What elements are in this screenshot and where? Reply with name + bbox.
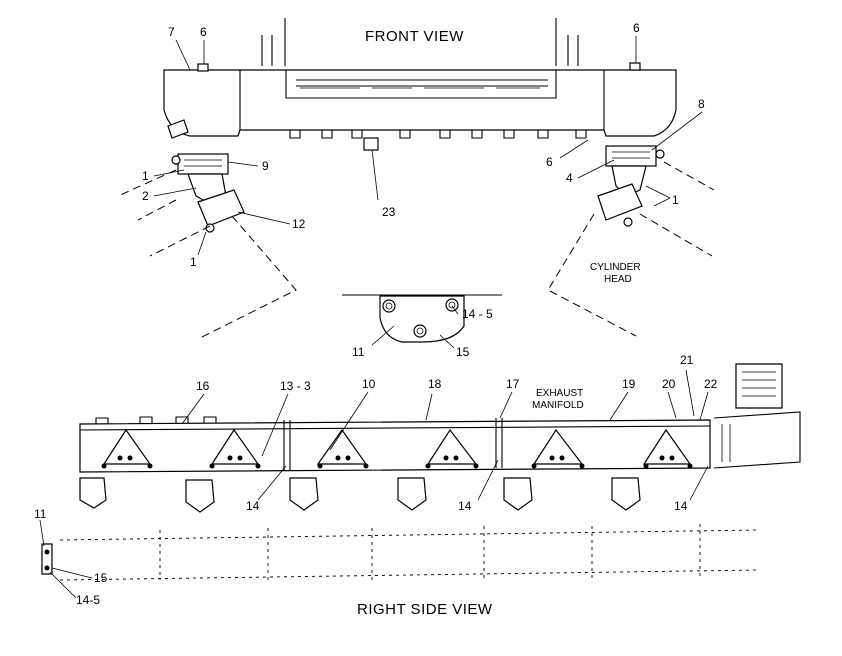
callout-10: 10 (362, 377, 376, 391)
left-clamp-bolt (171, 155, 181, 165)
callout-1-left-lower: 1 (190, 255, 197, 269)
underbody-tabs (289, 130, 587, 139)
callout-4: 4 (566, 171, 573, 185)
callout-6-top-left: 6 (200, 25, 207, 39)
cover-plate (379, 295, 465, 343)
rear-adapter-detail (721, 424, 731, 462)
side-rail-top-edge (79, 425, 711, 431)
callout-23: 23 (382, 205, 396, 219)
cylinder-head-note-line1: CYLINDER (590, 262, 641, 273)
bracket-bolts (101, 455, 693, 469)
callout-6-mid-right: 6 (546, 155, 553, 169)
callout-14-5-detail: 14 - 5 (462, 307, 493, 321)
callout-16: 16 (196, 379, 210, 393)
callout-21: 21 (680, 353, 694, 367)
cylinder-head-note-line2: HEAD (604, 274, 632, 285)
turbo-fins (742, 371, 776, 397)
callout-14-b: 14 (458, 499, 472, 513)
rear-turbo-housing (735, 363, 783, 409)
callout-2: 2 (142, 189, 149, 203)
left-clamp (177, 153, 229, 175)
manifold-channel (239, 70, 605, 130)
callout-18: 18 (428, 377, 442, 391)
callout-14-5-end: 14-5 (76, 593, 100, 607)
cover-bolt-3 (413, 324, 427, 338)
section-joints (283, 418, 503, 470)
left-flange-bolt (205, 223, 215, 233)
callout-15-end: 15 (94, 571, 108, 585)
drain-plug (363, 137, 379, 151)
right-clamp-bolt (655, 149, 665, 159)
callout-8: 8 (698, 97, 705, 111)
callout-1-left-upper: 1 (142, 169, 149, 183)
callout-6-top-right: 6 (633, 21, 640, 35)
top-bolt-right (629, 62, 641, 71)
left-flange (197, 189, 245, 227)
front-leader-lines (153, 36, 703, 349)
callout-11-end: 11 (34, 507, 47, 521)
side-top-tabs (95, 416, 217, 424)
front-view: FRONT VIEW (117, 18, 715, 359)
callout-17: 17 (506, 377, 520, 391)
callout-20: 20 (662, 377, 676, 391)
right-side-view: 16 13 - 3 10 18 17 19 20 21 22 14 14 14 … (34, 353, 801, 618)
exhaust-port-elbows (79, 477, 641, 513)
right-clamp (605, 145, 657, 167)
callout-14-a: 14 (246, 499, 260, 513)
exhaust-manifold-note-line1: EXHAUST (536, 388, 583, 399)
callout-19: 19 (622, 377, 636, 391)
right-side-view-title: RIGHT SIDE VIEW (357, 601, 493, 618)
cylinder-head-phantom-left (117, 169, 297, 339)
side-leader-lines (39, 369, 709, 599)
rear-adapter (713, 411, 801, 469)
cylinder-head-phantom-right (547, 161, 715, 337)
frame-rails (261, 18, 579, 66)
cover-bolt-1 (382, 299, 396, 313)
callout-12: 12 (292, 217, 306, 231)
top-bolt-left (197, 63, 209, 72)
cover-bolt-2 (445, 298, 459, 312)
callout-9: 9 (262, 159, 269, 173)
front-view-title: FRONT VIEW (365, 28, 464, 45)
callout-13-3: 13 - 3 (280, 379, 311, 393)
callout-14-c: 14 (674, 499, 688, 513)
left-decal (167, 119, 189, 139)
right-clamp-detail (612, 151, 650, 159)
left-clamp-detail (184, 159, 222, 167)
mounting-brackets (102, 428, 692, 465)
callout-15-detail: 15 (456, 345, 470, 359)
callout-11-detail: 11 (352, 345, 365, 359)
exhaust-manifold-note-line2: MANIFOLD (532, 400, 584, 411)
callout-1-right: 1 (672, 193, 679, 207)
right-flange (597, 183, 643, 221)
callout-7: 7 (168, 25, 175, 39)
callout-22: 22 (704, 377, 718, 391)
right-flange-bolt (623, 217, 633, 227)
engine-block-outline (59, 524, 761, 581)
